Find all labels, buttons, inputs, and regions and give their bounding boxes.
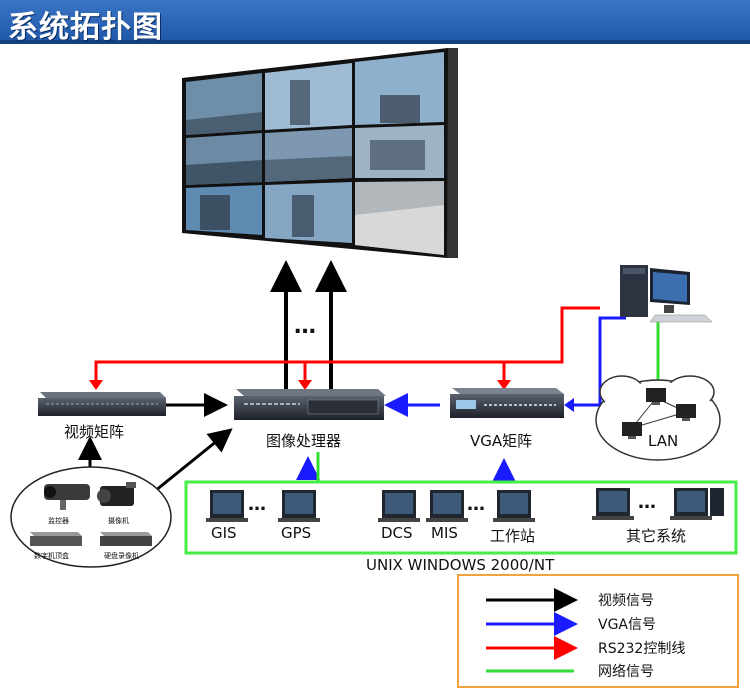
legend-label-video: 视频信号 — [598, 593, 654, 609]
wall-screen-2 — [265, 63, 352, 130]
video-matrix-device — [38, 392, 166, 416]
legend-label-rs232: RS232控制线 — [598, 641, 686, 657]
red-arrowhead-processor — [298, 380, 312, 390]
client-label-gps: GPS — [281, 524, 312, 542]
page-title: 系统拓扑图 — [8, 10, 163, 45]
video-wall — [182, 48, 458, 258]
monitor-icon-mis — [426, 490, 468, 522]
settop-box-icon — [30, 532, 82, 546]
dvr-icon — [100, 532, 152, 546]
lan-monitor-icon — [646, 388, 666, 405]
legend-label-network: 网络信号 — [598, 664, 654, 680]
camera-group — [10, 466, 172, 568]
camera-label-monitor: 监控器 — [48, 517, 69, 525]
wall-screen-6 — [355, 125, 444, 178]
monitor-icon-workstation — [493, 490, 535, 522]
wall-screen-7 — [186, 185, 262, 235]
camcorder-icon — [97, 482, 136, 506]
camera-label-settop: 数字机顶盒 — [34, 552, 69, 560]
pc-workstation — [620, 265, 713, 323]
lan-label: LAN — [648, 432, 679, 450]
vga-line-pc — [572, 316, 626, 407]
client-label-other: 其它系统 — [626, 527, 687, 545]
monitor-icon-other-2 — [670, 488, 712, 520]
image-processor-device — [234, 389, 386, 420]
monitor-icon-other-1 — [592, 488, 634, 520]
wall-screen-3 — [355, 52, 444, 125]
lan-cloud — [595, 375, 721, 461]
dots-gis-gps: … — [248, 494, 266, 515]
red-arrowhead-vga-matrix — [497, 380, 511, 390]
legend-label-vga: VGA信号 — [598, 617, 657, 633]
ellipsis-label: … — [294, 314, 316, 339]
client-label-gis: GIS — [211, 524, 237, 542]
rs232-lines — [94, 306, 600, 380]
dots-mis-workstation: … — [467, 494, 485, 515]
network-box — [184, 480, 738, 555]
lan-monitor-icon — [676, 404, 696, 421]
video-matrix-label: 视频矩阵 — [64, 423, 125, 441]
legend-box — [457, 574, 739, 688]
client-label-workstation: 工作站 — [490, 527, 536, 545]
lan-monitor-icon — [622, 422, 642, 439]
monitor-icon-dcs — [378, 490, 420, 522]
client-label-dcs: DCS — [381, 524, 413, 542]
wall-screen-5 — [265, 128, 352, 182]
monitor-icon-gps — [278, 490, 320, 522]
wall-screen-9 — [355, 181, 444, 255]
os-label: UNIX WINDOWS 2000/NT — [366, 556, 555, 574]
vga-matrix-device — [450, 388, 564, 418]
monitor-icon-gis — [206, 490, 248, 522]
wall-screen-8 — [265, 182, 352, 243]
dots-other: … — [638, 492, 656, 513]
title-banner-underline — [0, 40, 750, 44]
dome-camera-icon — [44, 484, 90, 510]
arrow-cameras-to-processor — [149, 428, 233, 497]
image-processor-label: 图像处理器 — [266, 432, 342, 450]
blue-arrowhead-vga-matrix — [564, 398, 574, 412]
monitor-icon-other-3 — [710, 488, 724, 516]
client-label-mis: MIS — [431, 524, 458, 542]
vga-matrix-label: VGA矩阵 — [470, 432, 533, 450]
camera-label-dvr: 硬盘录像机 — [104, 552, 139, 560]
camera-label-camcorder: 摄像机 — [108, 517, 129, 525]
wall-screen-4 — [186, 133, 262, 185]
red-arrowhead-video-matrix — [89, 380, 103, 390]
title-banner — [0, 0, 750, 44]
wall-screen-1 — [186, 73, 262, 135]
